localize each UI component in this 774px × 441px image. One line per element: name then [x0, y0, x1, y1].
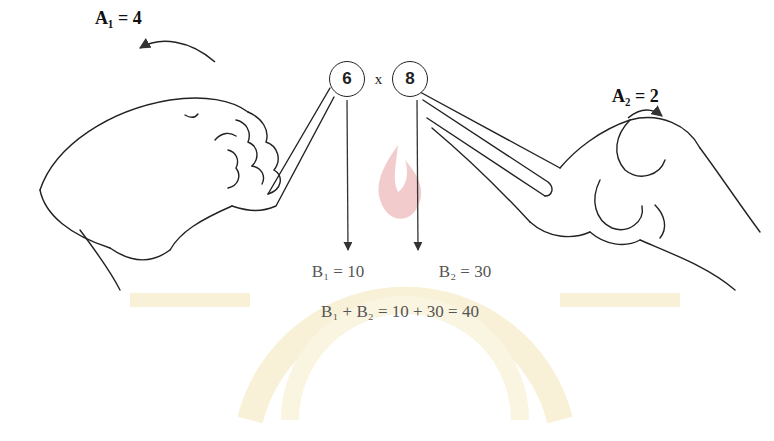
tens-label: B₁ = 10: [312, 262, 364, 282]
watermark-logo: [130, 145, 680, 420]
hand-count-label: A₁ = 4: [95, 8, 142, 29]
leader-arrow: [417, 100, 418, 250]
rotation-arrow: [628, 110, 662, 118]
finger-number: 6: [342, 69, 351, 89]
multiply-sign: x: [375, 71, 383, 88]
right-hand: [420, 92, 760, 290]
finger-number: 8: [405, 69, 414, 89]
hand-count-label: A₂ = 2: [612, 86, 659, 107]
tens-label: B₂ = 30: [439, 262, 491, 282]
left-hand: [40, 88, 334, 290]
number-circle: 6: [329, 61, 365, 97]
rotation-arrow: [140, 41, 215, 62]
leader-arrow: [347, 100, 348, 250]
sum-equation: B₁ + B₂ = 10 + 30 = 40: [321, 302, 479, 322]
number-circle: 8: [392, 61, 428, 97]
